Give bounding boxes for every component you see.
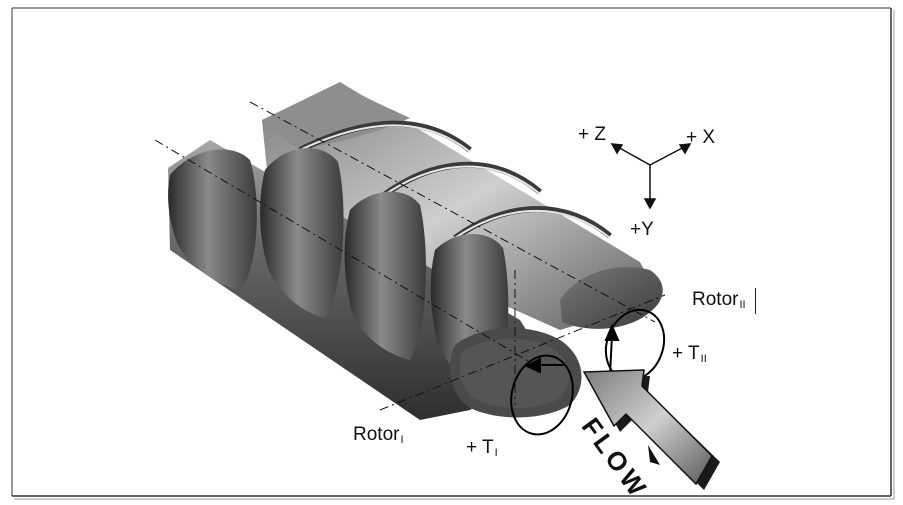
rotor-i-name: Rotor xyxy=(353,424,400,445)
torque-i-label: + TI xyxy=(466,438,498,459)
torque-ii-prefix: + T xyxy=(672,343,700,364)
rotor-i-subscript: I xyxy=(400,434,404,446)
axis-x-label: + X xyxy=(686,127,716,148)
axis-z-label: + Z xyxy=(578,124,606,145)
flow-arrow xyxy=(582,369,720,490)
rotor-axis-lines xyxy=(154,101,666,411)
torque-ii-label: + TII xyxy=(672,344,707,365)
torque-ii-subscript: II xyxy=(700,353,707,365)
rotor-ii-subscript: II xyxy=(739,299,746,311)
torque-i-subscript: I xyxy=(494,447,498,459)
torque-i-prefix: + T xyxy=(466,437,494,458)
axis-y-label: +Y xyxy=(630,219,654,240)
rotor-ii-name: Rotor xyxy=(692,289,739,310)
rotor-i-body xyxy=(168,140,582,420)
figure-frame xyxy=(11,7,895,500)
text-cursor xyxy=(755,288,756,314)
rotor-ii-body xyxy=(262,82,663,330)
rotor-ii-label: RotorII xyxy=(692,290,746,311)
coordinate-axes xyxy=(610,143,692,210)
torque-arrow-rotor-i xyxy=(510,354,574,436)
rotor-i-label: RotorI xyxy=(353,425,404,446)
